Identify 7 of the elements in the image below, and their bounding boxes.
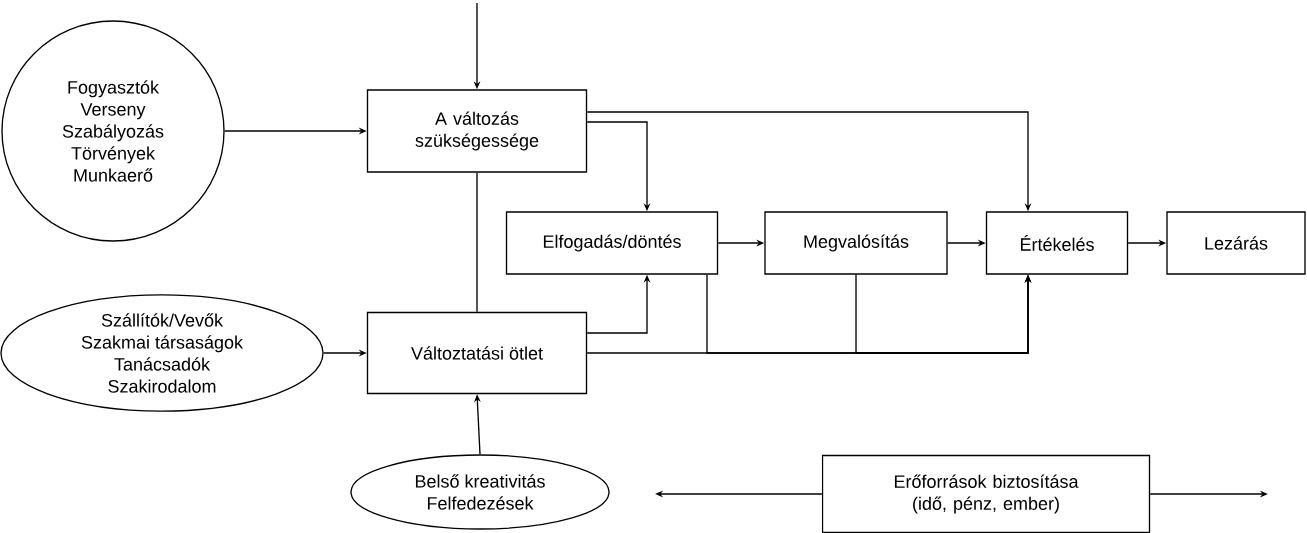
process-box: A változás szükségessége [366,89,588,173]
process-box: Elfogadás/döntés [505,211,719,275]
process-box: Erőforrások biztosítása (idő, pénz, ember) [821,454,1151,533]
process-box: Értékelés [985,211,1129,275]
process-box: Lezárás [1166,211,1306,275]
process-box: Megvalósítás [764,211,948,275]
process-box: Változtatási ötlet [366,311,588,395]
